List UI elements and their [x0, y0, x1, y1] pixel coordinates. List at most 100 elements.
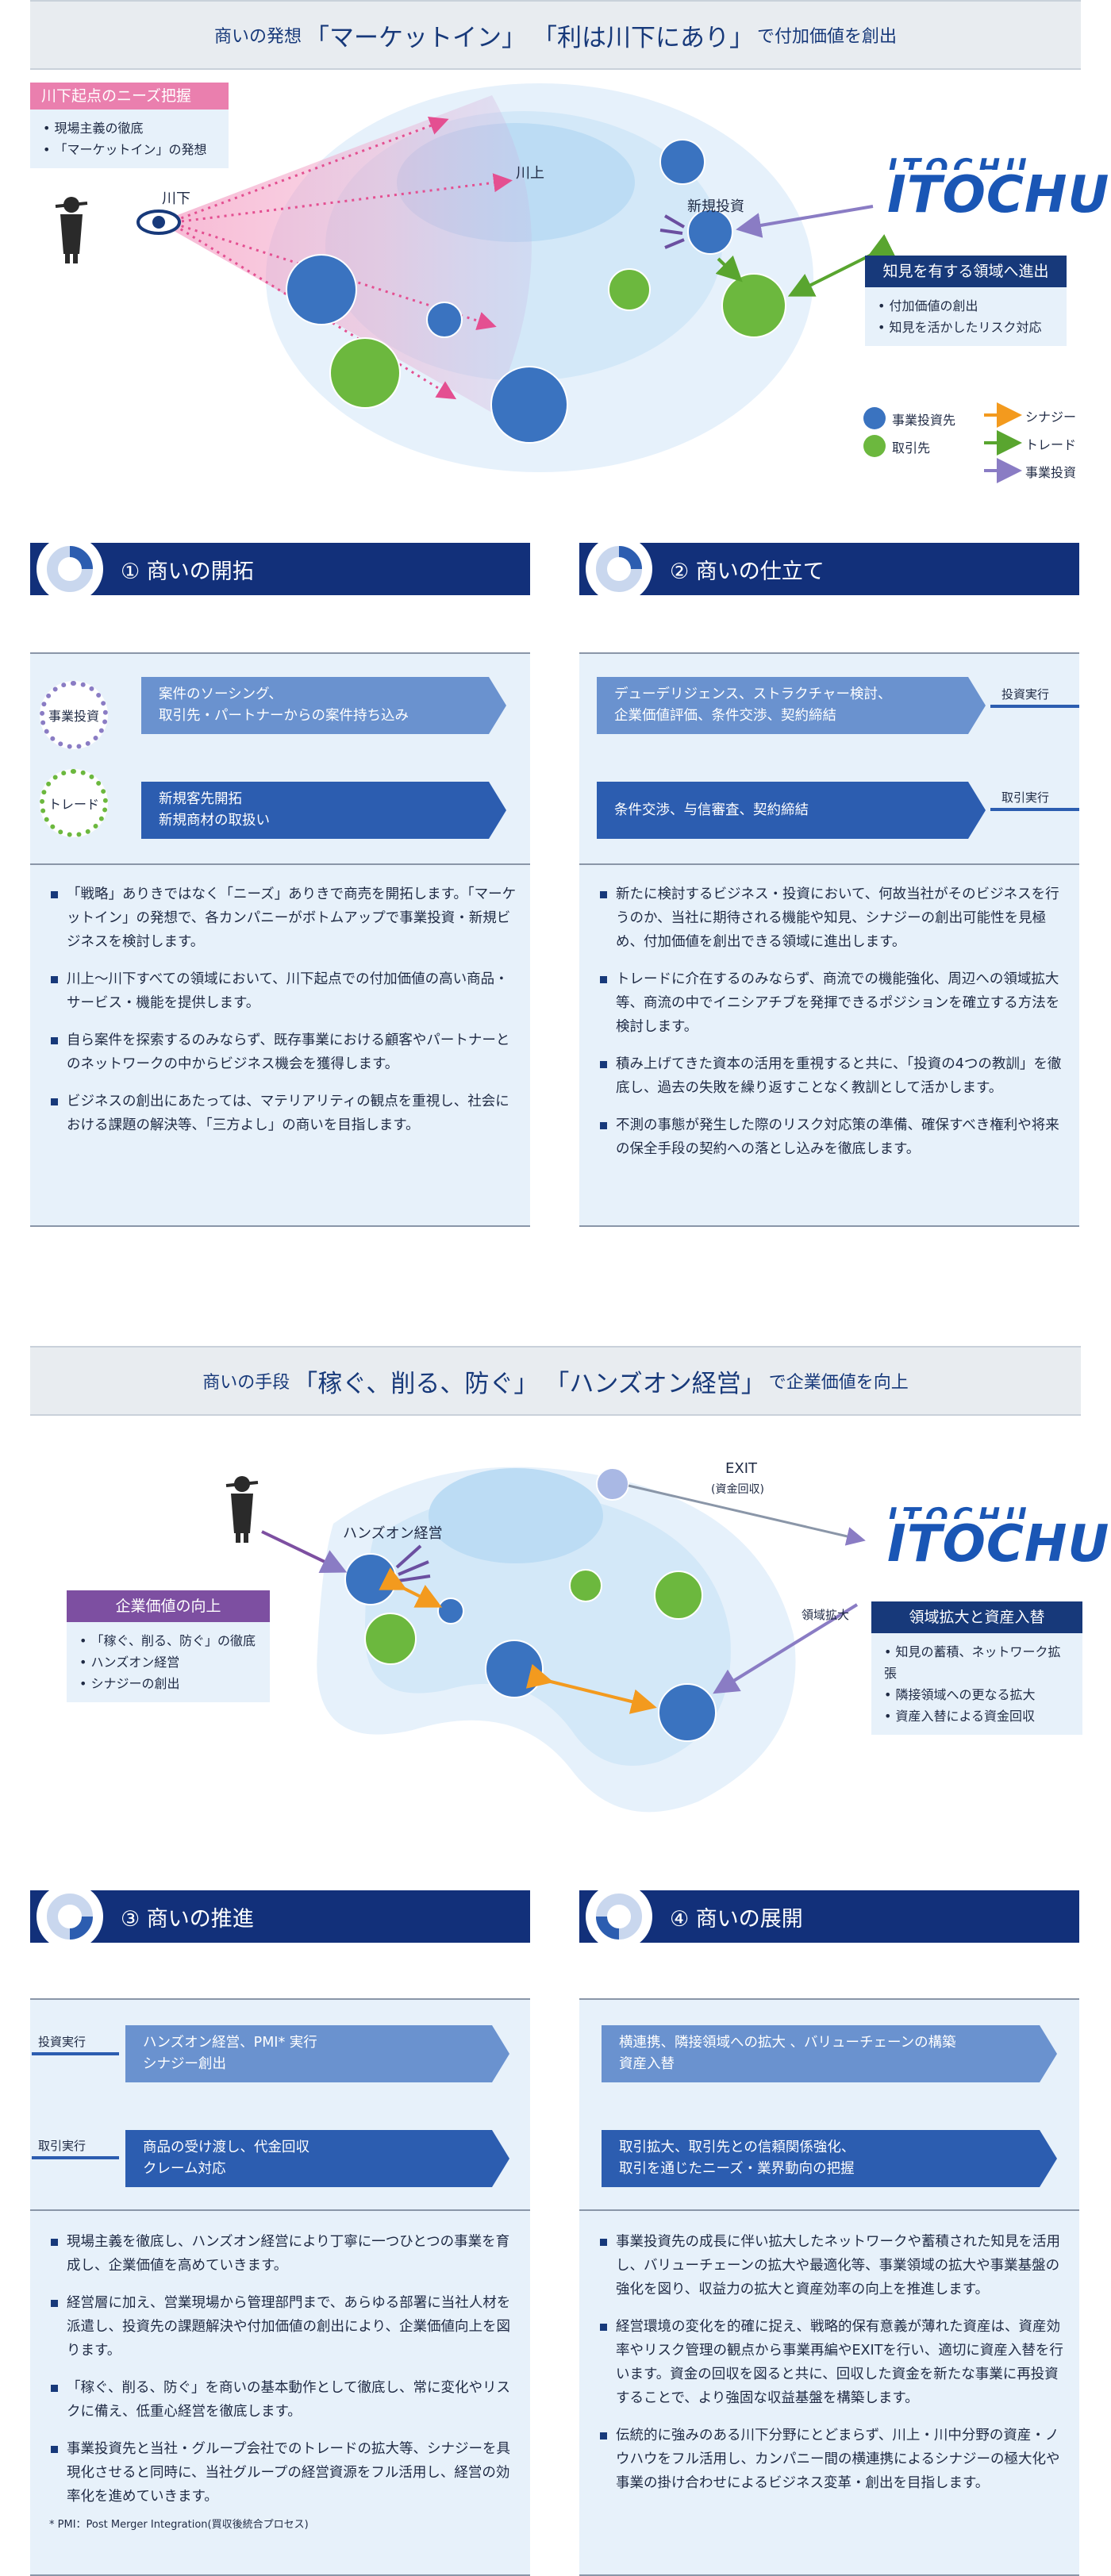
sec3-box-2-line: 商品の受け渡し、代金回収 — [143, 2140, 309, 2155]
sec1-box-2: 新規客先開拓 新規商材の取扱い — [141, 782, 506, 839]
needs-box-list: 現場主義の徹底 「マーケットイン」の発想 — [30, 110, 229, 168]
sec2-box-1: デューデリジェンス、ストラクチャー検討、 企業価値評価、条件交渉、契約締結 — [597, 677, 986, 734]
sec2-tag-trade-line — [990, 808, 1079, 811]
sec4-box-1-line: 資産入替 — [619, 2056, 675, 2072]
new-invest-label: 新規投資 — [687, 198, 744, 215]
itochu-logo-top: ITOCHU — [887, 1505, 1109, 1519]
value-box: 企業価値の向上 「稼ぐ、削る、防ぐ」の徹底 ハンズオン経営 シナジーの創出 — [67, 1590, 270, 1702]
sec3-box-1-line: ハンズオン経営、PMI* 実行 — [143, 2035, 317, 2051]
sec1-box-1: 案件のソーシング、 取引先・パートナーからの案件持ち込み — [141, 677, 506, 734]
section-2-header: ② 商いの仕立て — [579, 536, 1079, 602]
eye-icon — [136, 210, 181, 235]
sec2-box-1-line: 企業価値評価、条件交渉、契約締結 — [614, 708, 836, 724]
trade-node — [569, 1569, 602, 1602]
sec3-bullets: 現場主義を徹底し、ハンズオン経営により丁寧に一つひとつの事業を育成し、企業価値を… — [49, 2230, 517, 2533]
trade-node — [654, 1571, 703, 1620]
progress-ring-icon — [37, 1883, 103, 1950]
sec4-box-2-line: 取引を通じたニーズ・業界動向の把握 — [619, 2161, 855, 2177]
sec4-box-2-line: 取引拡大、取引先との信頼関係強化、 — [619, 2140, 855, 2155]
bullet-item: 積み上げてきた資本の活用を重視すると共に、「投資の4つの教訓」を徹底し、過去の失… — [598, 1052, 1067, 1100]
bullet-item: 「稼ぐ、削る、防ぐ」を商いの基本動作として徹底し、常に変化やリスクに備え、低重心… — [49, 2376, 517, 2424]
banner-quote-1: 「稼ぐ、削る、防ぐ」 — [293, 1369, 539, 1398]
needs-box: 川下起点のニーズ把握 現場主義の徹底 「マーケットイン」の発想 — [30, 83, 229, 168]
sec3-box-1-line: シナジー創出 — [143, 2056, 226, 2072]
sec4-box-1: 横連携、隣接領域への拡大 、バリューチェーンの構築 資産入替 — [602, 2025, 1057, 2082]
legend-invest-dot — [863, 407, 886, 429]
sec2-box-1-line: デューデリジェンス、ストラクチャー検討、 — [614, 686, 892, 702]
knowledge-box-list: 付加価値の創出 知見を活かしたリスク対応 — [865, 287, 1067, 346]
sec1-box-2-line: 新規商材の取扱い — [159, 813, 270, 829]
expand-label: 領域拡大 — [802, 1608, 850, 1622]
section-2-title: ② 商いの仕立て — [670, 559, 825, 584]
section-3-header: ③ 商いの推進 — [30, 1883, 530, 1950]
itochu-logo: ITOCHU ITOCHU — [887, 1505, 1109, 1570]
sec2-bullets: 新たに検討するビジネス・投資において、何故当社がそのビジネスを行うのか、当社に期… — [598, 882, 1067, 1175]
bullet-item: 不測の事態が発生した際のリスク対応策の準備、確保すべき権利や将来の保全手段の契約… — [598, 1113, 1067, 1161]
knowledge-item: 知見を活かしたリスク対応 — [878, 317, 1054, 338]
sec4-box-1-line: 横連携、隣接領域への拡大 、バリューチェーンの構築 — [619, 2035, 956, 2051]
knowledge-item: 付加価値の創出 — [878, 295, 1054, 317]
bullet-item: 事業投資先の成長に伴い拡大したネットワークや蓄積された知見を活用し、バリューチェ… — [598, 2230, 1067, 2301]
top-banner: 商いの発想 「マーケットイン」 「利は川下にあり」 で付加価値を創出 — [30, 0, 1081, 70]
sec1-box-2-line: 新規客先開拓 — [159, 791, 242, 807]
section-2-panel — [579, 652, 1079, 1227]
sec3-box-2-line: クレーム対応 — [143, 2161, 226, 2177]
sec2-tag-trade: 取引実行 — [1001, 790, 1050, 805]
value-item: 「稼ぐ、削る、防ぐ」の徹底 — [79, 1630, 257, 1651]
kawakami-label: 川上 — [516, 165, 544, 182]
banner-quote-2: 「ハンズオン経営」 — [544, 1369, 766, 1398]
replace-item: 知見の蓄積、ネットワーク拡張 — [884, 1641, 1070, 1684]
sec4-bullets: 事業投資先の成長に伴い拡大したネットワークや蓄積された知見を活用し、バリューチェ… — [598, 2230, 1067, 2509]
section-4-header: ④ 商いの展開 — [579, 1883, 1079, 1950]
needs-item: 現場主義の徹底 — [43, 117, 216, 139]
itochu-logo-text: ITOCHU — [887, 1515, 1110, 1574]
new-invest-node — [687, 209, 733, 255]
invest-node — [658, 1683, 717, 1742]
sec2-box-2-line: 条件交渉、与信審査、契約締結 — [614, 802, 809, 818]
trade-node — [721, 273, 786, 338]
invest-node — [490, 366, 568, 444]
sec1-box-1-line: 案件のソーシング、 — [159, 686, 283, 702]
section-3-title: ③ 商いの推進 — [121, 1906, 254, 1932]
sec2-box-2: 条件交渉、与信審査、契約締結 — [597, 782, 986, 839]
invest-node — [426, 302, 463, 338]
section-1-header: ① 商いの開拓 — [30, 536, 530, 602]
itochu-logo-top: ITOCHU — [887, 156, 1109, 170]
banner-pre: 商いの発想 — [213, 27, 302, 47]
sec3-tag-trade: 取引実行 — [38, 2139, 86, 2153]
sec3-tag-trade-line — [32, 2156, 119, 2159]
invest-node — [437, 1598, 464, 1624]
bullet-item: トレードに介在するのみならず、商流での機能強化、周辺への領域拡大等、商流の中でイ… — [598, 967, 1067, 1039]
mid-diagram — [225, 1467, 866, 1813]
bullet-item: 新たに検討するビジネス・投資において、何故当社がそのビジネスを行うのか、当社に期… — [598, 882, 1067, 954]
bullet-item: 「戦略」ありきではなく「ニーズ」ありきで商売を開拓します。「マーケットイン」の発… — [49, 882, 517, 954]
knowledge-box-title: 知見を有する領域へ進出 — [865, 256, 1067, 287]
needs-item: 「マーケットイン」の発想 — [43, 139, 216, 160]
value-item: シナジーの創出 — [79, 1673, 257, 1694]
replace-box-list: 知見の蓄積、ネットワーク拡張 隣接領域への更なる拡大 資産入替による資金回収 — [871, 1633, 1082, 1735]
section-3-panel — [30, 1998, 530, 2576]
value-box-title: 企業価値の向上 — [67, 1590, 270, 1622]
bullet-item: 現場主義を徹底し、ハンズオン経営により丁寧に一つひとつの事業を育成し、企業価値を… — [49, 2230, 517, 2278]
banner-quote-2: 「利は川下にあり」 — [532, 23, 754, 52]
sec3-box-2: 商品の受け渡し、代金回収 クレーム対応 — [125, 2130, 509, 2187]
progress-ring-icon — [586, 536, 652, 602]
pmi-footnote: * PMI：Post Merger Integration(買収後統合プロセス) — [49, 2519, 309, 2531]
banner-quote-1: 「マーケットイン」 — [305, 23, 526, 52]
bullet-item: 伝統的に強みのある川下分野にとどまらず、川上・川中分野の資産・ノウハウをフル活用… — [598, 2424, 1067, 2495]
trade-node — [608, 268, 651, 311]
invest-node — [344, 1553, 397, 1605]
sec2-tag-invest: 投資実行 — [1001, 687, 1050, 702]
sec4-box-2: 取引拡大、取引先との信頼関係強化、 取引を通じたニーズ・業界動向の把握 — [602, 2130, 1057, 2187]
itochu-logo-text: ITOCHU — [887, 166, 1110, 225]
exit-node — [596, 1467, 629, 1501]
progress-ring-icon — [37, 536, 103, 602]
replace-item: 資産入替による資金回収 — [884, 1705, 1070, 1727]
replace-box: 領域拡大と資産入替 知見の蓄積、ネットワーク拡張 隣接領域への更なる拡大 資産入… — [871, 1601, 1082, 1735]
value-item: ハンズオン経営 — [79, 1651, 257, 1673]
section-1-title: ① 商いの開拓 — [121, 559, 254, 584]
sec3-box-1: ハンズオン経営、PMI* 実行 シナジー創出 — [125, 2025, 509, 2082]
knowledge-box: 知見を有する領域へ進出 付加価値の創出 知見を活かしたリスク対応 — [865, 256, 1067, 346]
legend-synergy-label: シナジー — [1025, 409, 1077, 425]
needs-box-title: 川下起点のニーズ把握 — [30, 83, 229, 110]
